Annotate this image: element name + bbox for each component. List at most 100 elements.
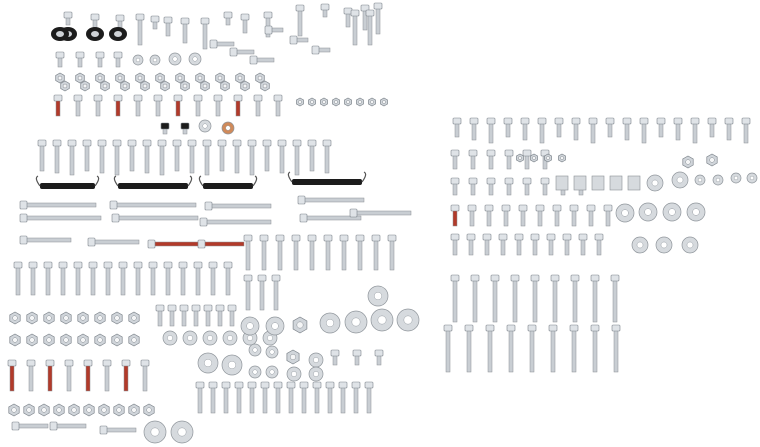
washer-hole (313, 371, 319, 377)
washer-hole (644, 208, 652, 216)
bolt-head (208, 261, 218, 269)
bolt-head (325, 381, 335, 389)
bolt-shank (225, 266, 231, 296)
bolt-head (464, 324, 474, 332)
nut-hole (546, 156, 550, 160)
washer-hole (271, 322, 279, 330)
bolt-head (510, 274, 520, 282)
nut-hole (709, 157, 715, 163)
washer-hole (135, 57, 141, 63)
nut-hole (97, 337, 103, 343)
bolt-shank (580, 238, 586, 256)
bolt-head (43, 261, 53, 269)
bolt-head (111, 213, 120, 223)
bolt-head (195, 381, 205, 389)
bolt-shank (150, 266, 156, 296)
bolt-head (221, 381, 231, 389)
bolt-head (140, 359, 150, 367)
bolt-shank (175, 99, 181, 117)
nut-hole (29, 337, 35, 343)
washer-hole (621, 209, 629, 217)
bolt-shank (259, 279, 265, 311)
bolt-shank (275, 386, 281, 414)
bolt-shank (516, 238, 522, 256)
bolt-head (240, 13, 250, 21)
washer-hole (192, 56, 198, 62)
nut-hole (162, 83, 168, 89)
bolt-shank (60, 266, 66, 296)
bolt-head (253, 94, 263, 102)
nut-hole (122, 83, 128, 89)
nut-hole (310, 100, 314, 104)
bolt-head (7, 359, 17, 367)
nut-hole (63, 315, 69, 321)
bolt-shank (115, 56, 121, 68)
washer-hole (247, 335, 253, 341)
bolt-shank (169, 309, 175, 327)
washer-hole (313, 357, 319, 363)
bolt-head (673, 117, 683, 125)
bolt-shank (452, 209, 458, 227)
bolt-head (135, 13, 145, 21)
bolt-head (58, 261, 68, 269)
bolt-shank (500, 238, 506, 256)
bolt-head (67, 139, 77, 147)
bolt-head (469, 117, 479, 125)
bolt-head (450, 233, 460, 241)
bolt-head (109, 200, 118, 210)
nut-hole (382, 100, 386, 104)
bolt-shank (77, 56, 83, 68)
bolt-head (247, 381, 257, 389)
bolt-head (552, 204, 562, 212)
bolt-shank (235, 49, 255, 55)
bolt-shank (99, 144, 105, 174)
bolt-head (249, 55, 258, 65)
bolt-shank (470, 154, 476, 170)
bolt-head (95, 51, 105, 59)
bolt-head (199, 217, 208, 227)
bolt-head (320, 3, 330, 11)
nut-hole (322, 100, 326, 104)
washer-hole (177, 427, 187, 437)
bolt-head (247, 139, 257, 147)
washer-hole (692, 208, 700, 216)
nut-hole (296, 321, 304, 329)
washer-hole (202, 123, 208, 129)
spring-hook (35, 175, 100, 187)
bolt-head (498, 233, 508, 241)
bolt-head (322, 139, 332, 147)
bolt-shank (571, 209, 577, 227)
bolt-shank (219, 144, 225, 172)
bolt-shank (373, 239, 379, 271)
bolt-head (311, 45, 320, 55)
bolt-shank (532, 238, 538, 256)
nut-hole (560, 156, 564, 160)
bolt-head (232, 139, 242, 147)
bolt-shank (202, 22, 208, 50)
bolt-shank (54, 144, 60, 174)
nut-hole (80, 337, 86, 343)
bolt-head (13, 261, 23, 269)
nut-hole (131, 407, 137, 413)
bolt-shank (165, 266, 171, 296)
washer-hole (403, 315, 413, 325)
bolt-head (172, 139, 182, 147)
bolt-head (213, 94, 223, 102)
bolt-head (307, 139, 317, 147)
nut-hole (346, 100, 350, 104)
bolt-shank (242, 18, 248, 34)
washer-hole (715, 177, 721, 183)
nut-hole (71, 407, 77, 413)
cage-nut (627, 175, 641, 191)
bolt-head (271, 274, 281, 282)
bolt-shank (341, 239, 347, 271)
bolt-head (178, 261, 188, 269)
bolt-head (503, 117, 513, 125)
bolt-shank (470, 182, 476, 196)
bolt-head (45, 359, 55, 367)
washer-hole (225, 125, 231, 131)
bolt-head (157, 139, 167, 147)
bolt-shank (488, 182, 494, 196)
spring-coil (292, 179, 362, 185)
bolt-shank (97, 56, 103, 68)
